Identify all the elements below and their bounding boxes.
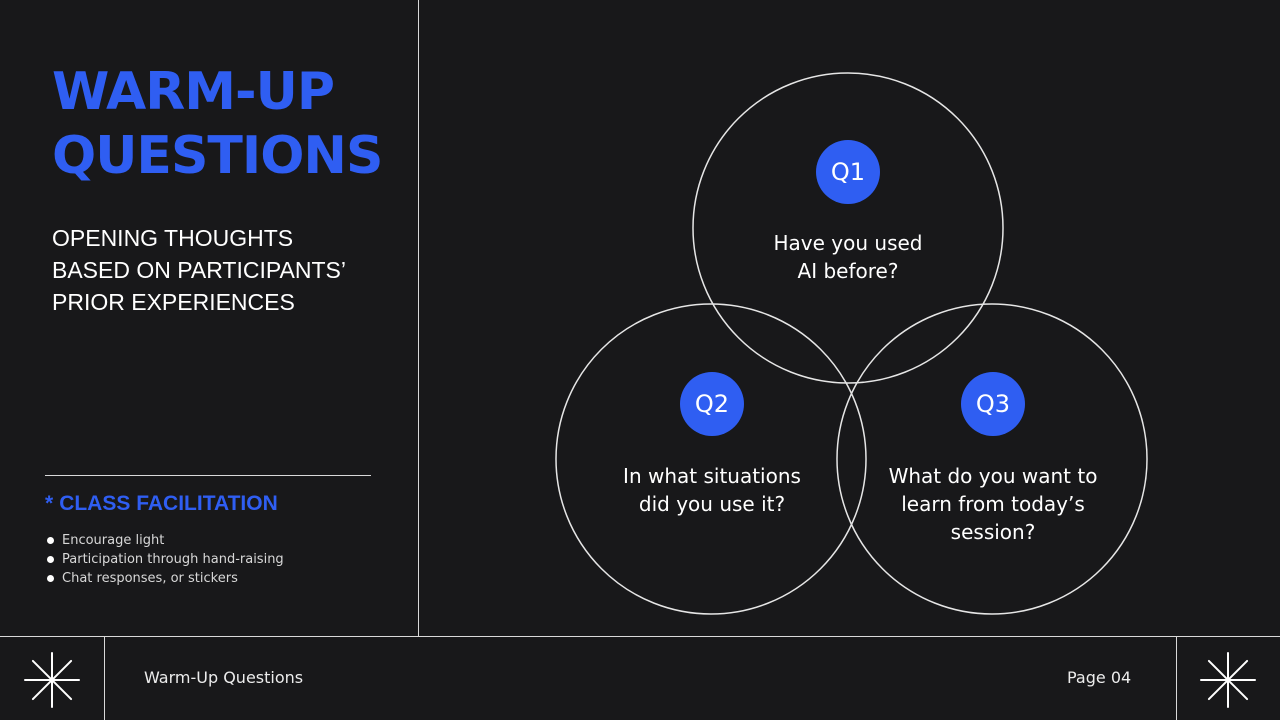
footer-divider: [0, 636, 1280, 637]
subtitle-line-3: PRIOR EXPERIENCES: [52, 289, 295, 315]
venn-circle-q3: [836, 303, 1148, 615]
q1-line-1: Have you used: [773, 231, 923, 255]
venn-circle-q2: [555, 303, 867, 615]
venn-circle-q1: [692, 72, 1004, 384]
list-item-text: Encourage light: [62, 533, 165, 548]
q1-line-2: AI before?: [797, 259, 899, 283]
title-line-1: WARM-UP: [52, 62, 335, 122]
q3-line-2: learn from today’s: [901, 492, 1085, 516]
title-line-2: QUESTIONS: [52, 126, 383, 186]
slide-subtitle: OPENING THOUGHTS BASED ON PARTICIPANTS’ …: [52, 222, 392, 318]
q2-line-2: did you use it?: [638, 492, 786, 516]
facilitation-heading: *CLASS FACILITATION: [45, 490, 278, 518]
q3-badge: Q3: [961, 372, 1025, 436]
q1-badge: Q1: [816, 140, 880, 204]
bullet-dot: [47, 575, 54, 582]
list-item: Chat responses, or stickers: [45, 569, 284, 588]
asterisk-icon: [24, 652, 80, 708]
subtitle-line-2: BASED ON PARTICIPANTS’: [52, 257, 346, 283]
q1-text: Have you used AI before?: [723, 229, 973, 285]
facilitation-star: *: [45, 492, 54, 515]
q3-line-3: session?: [950, 520, 1036, 544]
list-item: Participation through hand-raising: [45, 550, 284, 569]
vertical-divider: [418, 0, 419, 636]
bullet-dot: [47, 556, 54, 563]
facilitation-heading-text: CLASS FACILITATION: [59, 492, 278, 515]
bullet-dot: [47, 537, 54, 544]
q2-badge: Q2: [680, 372, 744, 436]
list-item-text: Participation through hand-raising: [62, 552, 284, 567]
footer-label: Warm-Up Questions: [144, 668, 304, 687]
page-number: Page 04: [1067, 668, 1132, 687]
list-item: Encourage light: [45, 531, 284, 550]
slide-title: WARM-UP QUESTIONS: [52, 60, 412, 188]
venn-diagram: [555, 72, 1148, 615]
list-item-text: Chat responses, or stickers: [62, 571, 238, 586]
asterisk-icon: [1200, 652, 1256, 708]
q3-line-1: What do you want to: [888, 464, 1098, 488]
q2-line-1: In what situations: [623, 464, 801, 488]
footer-left-separator: [104, 636, 105, 720]
facilitation-list: Encourage light Participation through ha…: [45, 531, 284, 588]
q3-text: What do you want to learn from today’s s…: [868, 462, 1118, 546]
footer-right-separator: [1176, 636, 1177, 720]
facilitation-divider: [45, 475, 371, 476]
subtitle-line-1: OPENING THOUGHTS: [52, 225, 294, 251]
q2-text: In what situations did you use it?: [587, 462, 837, 518]
